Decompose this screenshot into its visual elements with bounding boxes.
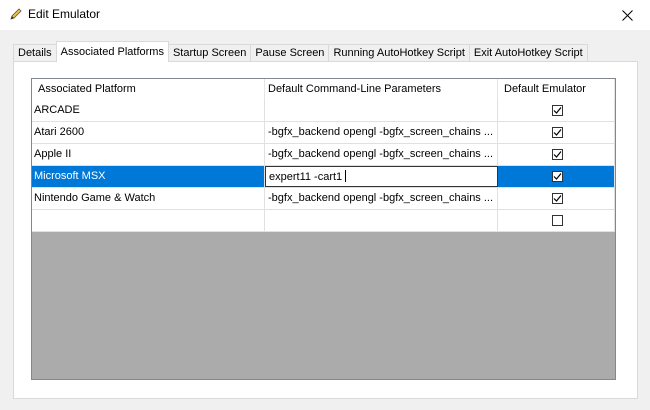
close-icon — [621, 9, 633, 21]
default-cell[interactable] — [498, 100, 615, 121]
table-row[interactable]: Atari 2600 -bgfx_backend opengl -bgfx_sc… — [32, 122, 615, 144]
column-header-platform[interactable]: Associated Platform — [32, 79, 265, 100]
default-cell[interactable] — [498, 188, 615, 209]
table-row[interactable]: Apple II -bgfx_backend opengl -bgfx_scre… — [32, 144, 615, 166]
default-cell[interactable] — [498, 210, 615, 231]
pencil-icon — [9, 7, 23, 21]
params-cell[interactable]: -bgfx_backend opengl -bgfx_screen_chains… — [265, 188, 498, 209]
default-cell[interactable] — [498, 122, 615, 143]
tab-pause-screen[interactable]: Pause Screen — [250, 44, 330, 62]
platform-cell[interactable] — [32, 210, 265, 231]
tab-details[interactable]: Details — [13, 44, 57, 62]
default-checkbox[interactable] — [551, 105, 563, 116]
column-header-parameters[interactable]: Default Command-Line Parameters — [265, 79, 498, 100]
close-button[interactable] — [604, 0, 650, 30]
default-checkbox[interactable] — [551, 171, 563, 182]
params-cell[interactable]: -bgfx_backend opengl -bgfx_screen_chains… — [265, 144, 498, 165]
grid-header: Associated Platform Default Command-Line… — [32, 79, 615, 101]
params-cell[interactable] — [265, 210, 498, 231]
default-checkbox[interactable] — [551, 149, 563, 160]
params-edit-field[interactable]: expert11 -cart1 — [265, 166, 498, 187]
checkmark-icon — [553, 195, 561, 202]
window-title: Edit Emulator — [28, 7, 101, 21]
tab-strip: Details Associated Platforms Startup Scr… — [13, 41, 588, 62]
text-cursor — [345, 170, 347, 182]
params-edit-text[interactable]: expert11 -cart1 — [269, 171, 343, 183]
table-row[interactable]: ARCADE — [32, 100, 615, 122]
default-checkbox[interactable] — [551, 193, 563, 204]
platform-cell[interactable]: Nintendo Game & Watch — [32, 188, 265, 209]
default-checkbox[interactable] — [551, 215, 563, 226]
checkmark-icon — [553, 129, 561, 136]
platforms-grid[interactable]: Associated Platform Default Command-Line… — [31, 78, 616, 380]
column-header-default-emulator[interactable]: Default Emulator — [498, 79, 615, 100]
platform-cell[interactable]: Apple II — [32, 144, 265, 165]
tab-running-autohotkey-script[interactable]: Running AutoHotkey Script — [328, 44, 470, 62]
tab-associated-platforms[interactable]: Associated Platforms — [55, 41, 169, 62]
tab-startup-screen[interactable]: Startup Screen — [167, 44, 252, 62]
checkmark-icon — [553, 173, 561, 180]
default-cell[interactable] — [498, 166, 615, 187]
default-cell[interactable] — [498, 144, 615, 165]
params-cell[interactable] — [265, 100, 498, 121]
table-row-new[interactable] — [32, 210, 615, 232]
default-checkbox[interactable] — [551, 127, 563, 138]
tab-exit-autohotkey-script[interactable]: Exit AutoHotkey Script — [468, 44, 588, 62]
params-cell[interactable]: -bgfx_backend opengl -bgfx_screen_chains… — [265, 122, 498, 143]
title-bar: Edit Emulator — [0, 0, 650, 30]
platform-cell[interactable]: Atari 2600 — [32, 122, 265, 143]
checkmark-icon — [553, 151, 561, 158]
table-row[interactable]: Nintendo Game & Watch -bgfx_backend open… — [32, 188, 615, 210]
platform-cell[interactable]: ARCADE — [32, 100, 265, 121]
grid-rows: ARCADE Atari 2600 -bgfx_backend opengl -… — [32, 100, 615, 232]
table-row-selected[interactable]: Microsoft MSX expert11 -cart1 — [32, 166, 615, 188]
checkmark-icon — [553, 107, 561, 114]
platform-cell[interactable]: Microsoft MSX — [32, 166, 265, 187]
